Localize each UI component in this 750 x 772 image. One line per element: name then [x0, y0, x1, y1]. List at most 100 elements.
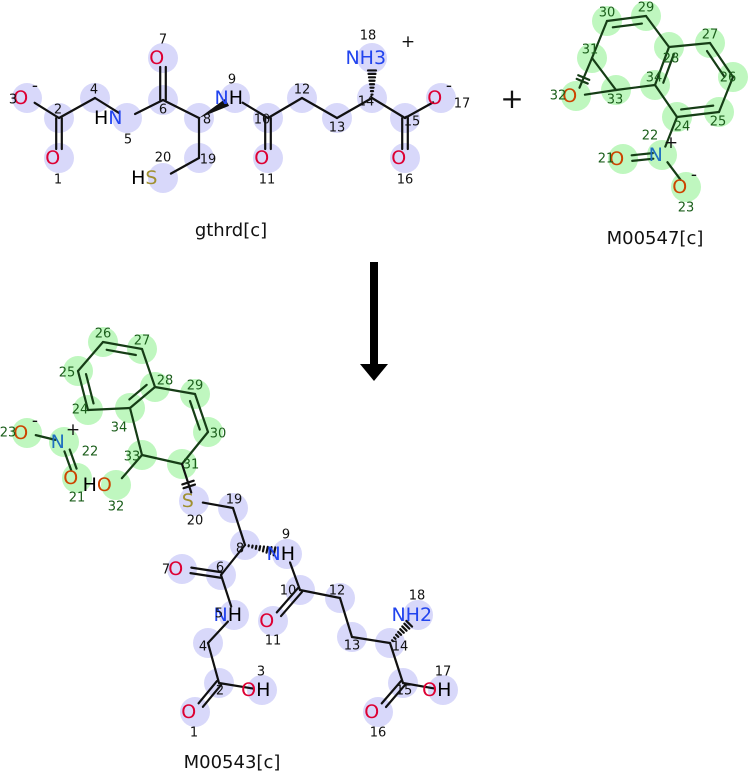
atom-number: 31 [582, 43, 599, 58]
atom-highlight [112, 103, 142, 133]
bond [34, 434, 57, 441]
atom-number: 5 [215, 607, 223, 622]
bond [55, 116, 63, 151]
bond [338, 596, 354, 639]
atom-highlight [167, 554, 197, 584]
atom-number: 4 [199, 640, 207, 655]
bond [664, 115, 679, 148]
atom-label-o: HO [83, 474, 112, 496]
atom-number: 2 [216, 684, 224, 699]
atom-number: 19 [226, 493, 243, 508]
atom-label-o: O [149, 47, 164, 69]
bond [33, 101, 61, 120]
atom-number: 33 [607, 93, 624, 108]
atom-highlight [179, 486, 209, 516]
atom-number: 2 [54, 103, 62, 118]
bond [630, 152, 655, 162]
atom-number: 29 [638, 1, 655, 16]
atom-number: 33 [124, 450, 141, 465]
bond [401, 116, 409, 151]
bond [717, 75, 735, 114]
bond [275, 587, 304, 618]
atom-number: 8 [236, 542, 244, 557]
atom-number: 3 [257, 665, 265, 680]
molecule-name-m00543: M00543[c] [184, 752, 281, 772]
bond [298, 588, 342, 600]
atom-number: 30 [599, 6, 616, 21]
atom-number: 18 [360, 29, 377, 44]
atom-number: 25 [710, 115, 727, 130]
atom-highlight [12, 83, 42, 113]
bond [206, 620, 229, 645]
atom-number: 24 [72, 403, 89, 418]
bond [197, 680, 223, 708]
bond [590, 19, 609, 60]
atom-label-n: NH [213, 604, 242, 626]
atom-label-o: O [63, 467, 78, 489]
atom-number: 5 [124, 133, 132, 148]
atom-number: 19 [200, 153, 217, 168]
bond [247, 544, 277, 557]
atom-number: 27 [134, 334, 151, 349]
atom-number: 16 [370, 726, 387, 741]
positive-charge: + [66, 420, 80, 440]
atom-highlight [247, 675, 277, 705]
atom-number: 12 [329, 584, 346, 599]
atom-label-o: O [181, 701, 196, 723]
bond [159, 65, 167, 102]
bond [188, 392, 210, 434]
bond [140, 453, 184, 466]
atom-highlight [608, 144, 638, 174]
atom-number: 9 [228, 73, 236, 88]
atom-highlight [12, 418, 42, 448]
bond [644, 14, 671, 49]
bond [335, 96, 374, 120]
atom-number: 21 [69, 491, 86, 506]
atom-number: 26 [95, 327, 112, 342]
atom-label-o: O [672, 176, 687, 198]
atom-number: 18 [409, 589, 426, 604]
atom-number: 25 [59, 366, 76, 381]
atom-label-o: O [13, 87, 28, 109]
bond [300, 96, 339, 120]
atom-number: 6 [216, 561, 224, 576]
atom-highlight [62, 463, 92, 493]
bond [180, 430, 210, 466]
atom-highlight [390, 143, 420, 173]
atom-number: 28 [663, 52, 680, 67]
atom-number: 7 [162, 563, 170, 578]
atom-number: 6 [159, 103, 167, 118]
bond [199, 98, 230, 118]
atom-highlight [671, 172, 701, 202]
atom-label-n: NH2 [391, 604, 432, 626]
bond [390, 619, 414, 643]
atom-number: 14 [392, 640, 409, 655]
atom-highlight [363, 697, 393, 727]
atom-number: 29 [187, 379, 204, 394]
atom-number: 34 [646, 71, 663, 86]
reaction-arrow-down-icon [360, 262, 388, 381]
bond [231, 506, 247, 547]
bond [370, 96, 407, 120]
atom-highlight [272, 539, 302, 569]
atom-label-o: O [13, 422, 28, 444]
atom-number: 13 [329, 121, 346, 136]
bond [614, 83, 657, 92]
bond [217, 681, 255, 690]
atom-number: 15 [396, 684, 413, 699]
bond [133, 98, 165, 116]
atom-number: 22 [642, 129, 659, 144]
bond [189, 566, 223, 579]
atom-number: 10 [254, 113, 271, 128]
atom-highlight [647, 140, 677, 170]
bond [76, 340, 105, 373]
atom-label-o: O [427, 87, 442, 109]
atom-number: 17 [454, 97, 471, 112]
bond [590, 56, 618, 92]
atom-number: 13 [344, 639, 361, 654]
atom-number: 1 [190, 726, 198, 741]
bond [264, 116, 272, 151]
negative-charge: - [691, 165, 697, 185]
positive-charge: + [401, 32, 415, 52]
bond [63, 448, 78, 472]
